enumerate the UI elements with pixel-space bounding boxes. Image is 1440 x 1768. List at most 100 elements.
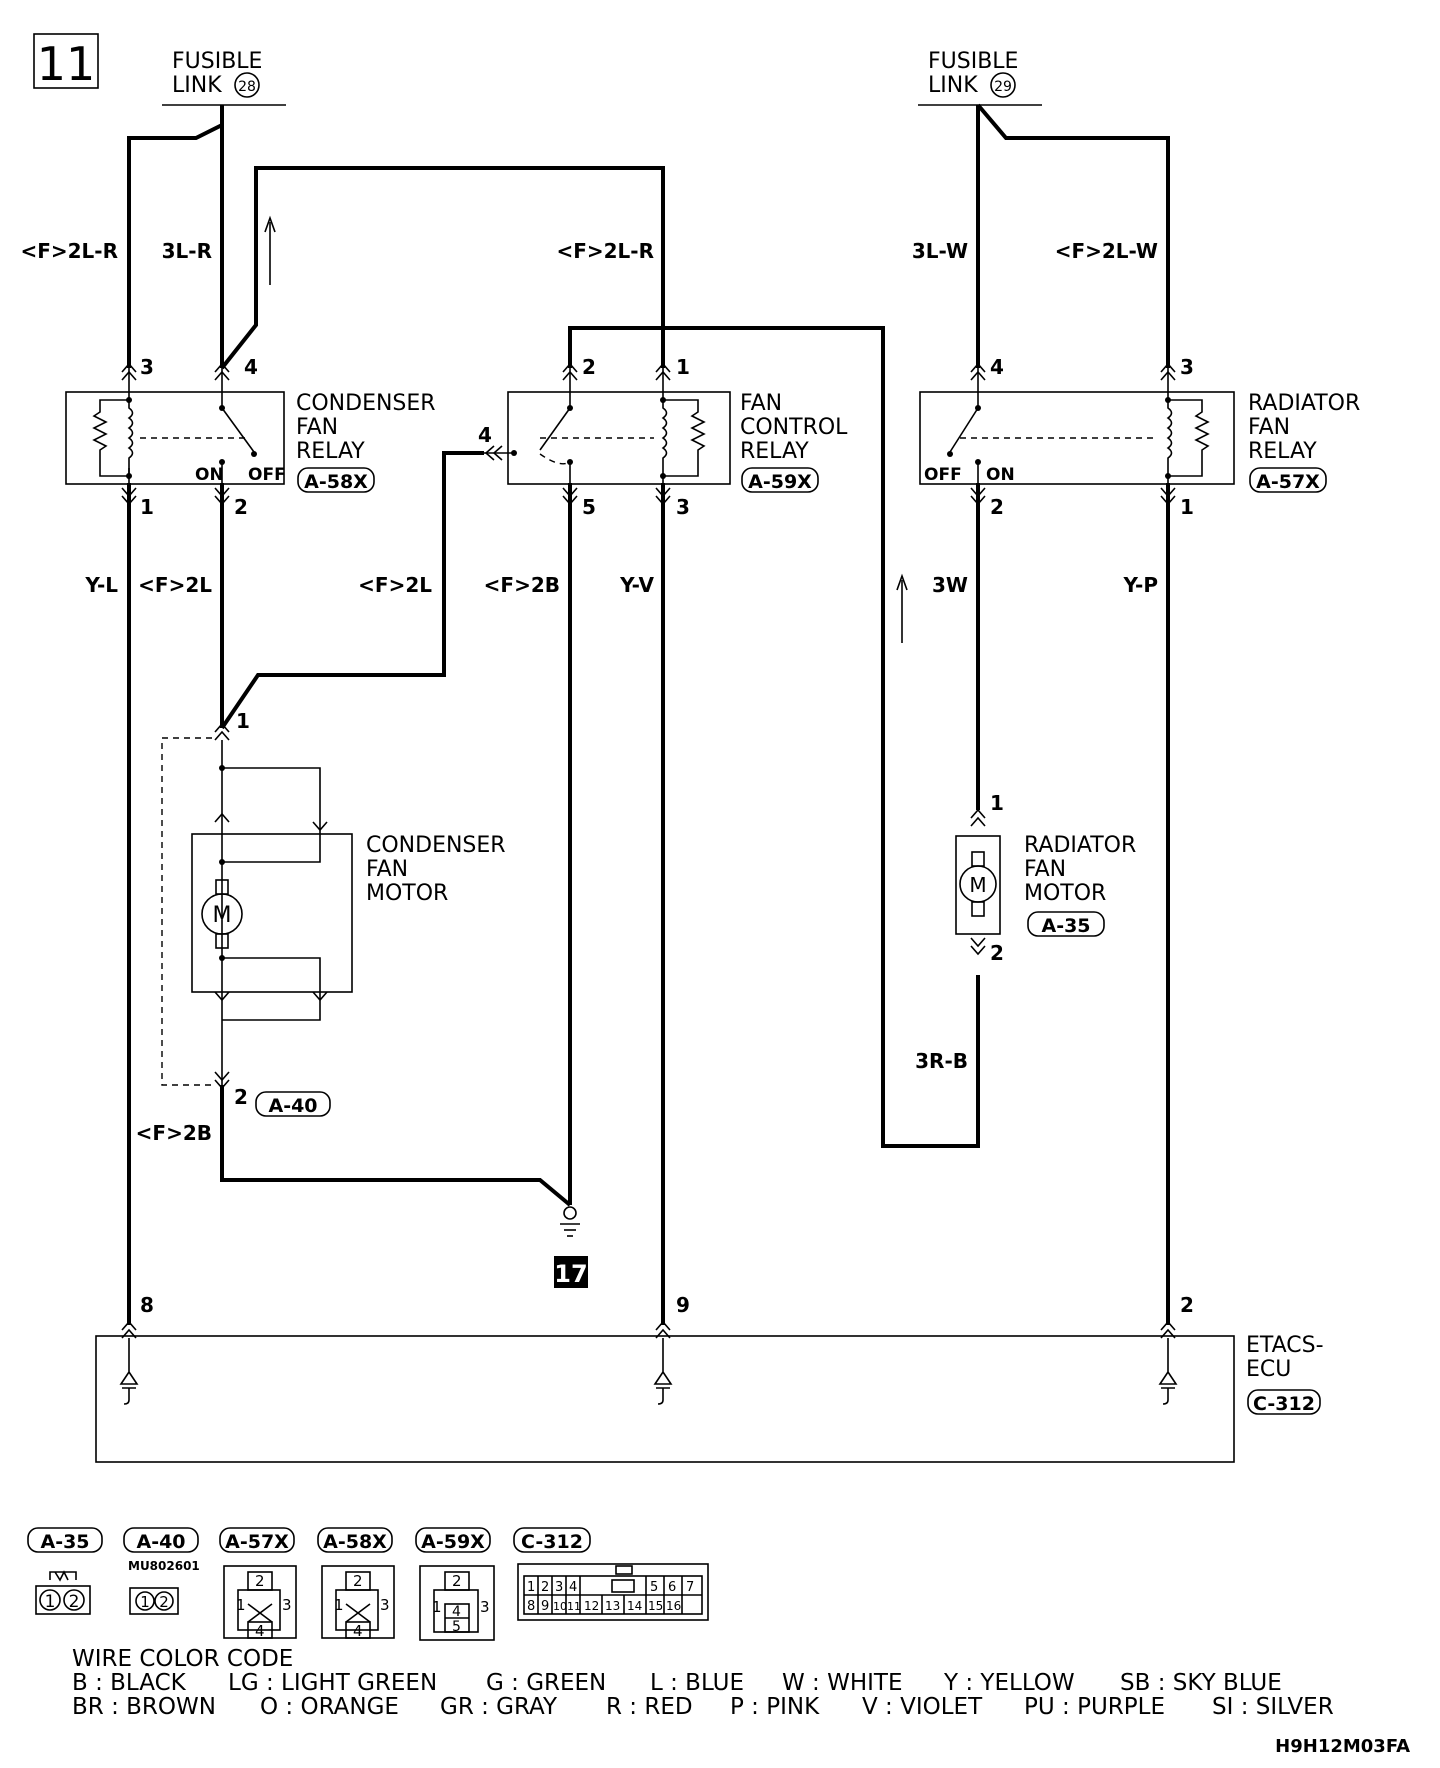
- pin-58-4: 4: [244, 355, 258, 379]
- ground-number: 17: [554, 1260, 587, 1288]
- pin-58-1: 1: [140, 495, 154, 519]
- current-arrows: [264, 215, 908, 643]
- connector-c312-pin16: 16: [666, 1599, 681, 1613]
- connector-c312-pin8: 8: [527, 1599, 535, 1614]
- pin-58-3: 3: [140, 355, 154, 379]
- legend-row1-1: B : BLACK: [72, 1670, 187, 1696]
- connector-legend: A-35 1 2 A-40 MU802601 1 2 A-57X 1 2 3 4…: [27, 1527, 709, 1641]
- legend-row2-5: P : PINK: [730, 1694, 820, 1720]
- condenser-relay-line2: FAN: [296, 415, 338, 440]
- legend-row2-6: V : VIOLET: [862, 1694, 983, 1720]
- wire-label-10: Y-V: [619, 573, 654, 597]
- legend-row1-3: G : GREEN: [486, 1670, 606, 1696]
- connector-a59x-pin3: 3: [480, 1598, 490, 1616]
- pin-numbers: 3 4 2 1 4 3 1 2 4 5 3 2 1 1 1 2 2 8 9 2: [140, 355, 1194, 1317]
- radiator-motor-line3: MOTOR: [1024, 881, 1106, 906]
- page-number-box: 11: [33, 33, 99, 91]
- condenser-fan-motor: M CONDENSER FAN MOTOR A-40: [161, 722, 506, 1117]
- wires: [127, 103, 1170, 1325]
- radiator-relay-line2: FAN: [1248, 415, 1290, 440]
- wire-label-12: Y-P: [1122, 573, 1158, 597]
- connector-c312-pin5: 5: [650, 1580, 658, 1595]
- radiator-motor-code: A-35: [1041, 915, 1090, 937]
- connector-a57x-pin3: 3: [282, 1596, 292, 1614]
- pin-etacs-8: 8: [140, 1293, 154, 1317]
- fusible-link-29-line2: LINK: [928, 73, 978, 98]
- fan-control-relay-line1: FAN: [740, 391, 782, 416]
- fusible-link-28-line1: FUSIBLE: [172, 49, 262, 74]
- connector-c312-pin14: 14: [627, 1599, 642, 1613]
- connector-c312-grid: [537, 1576, 683, 1614]
- connector-a57x-code: A-57X: [225, 1531, 289, 1553]
- radiator-fan-motor: M RADIATOR FAN MOTOR A-35: [955, 808, 1136, 956]
- pin-59-2: 2: [582, 355, 596, 379]
- etacs-line1: ETACS-: [1246, 1333, 1324, 1358]
- fan-control-relay-line3: RELAY: [740, 439, 809, 464]
- condenser-relay-off: OFF: [248, 465, 286, 485]
- wire-color-legend: WIRE COLOR CODE B : BLACK LG : LIGHT GRE…: [72, 1646, 1334, 1720]
- radiator-relay-line1: RADIATOR: [1248, 391, 1360, 416]
- radiator-relay-on: ON: [986, 465, 1015, 485]
- condenser-motor-line3: MOTOR: [366, 881, 448, 906]
- connector-a58x-pin3: 3: [380, 1596, 390, 1614]
- connector-c312-pin15: 15: [648, 1599, 663, 1613]
- radiator-motor-symbol: M: [969, 873, 986, 897]
- connector-a35-pin1: 1: [45, 1592, 56, 1612]
- connector-c312-pin1: 1: [527, 1580, 535, 1595]
- condenser-motor-line2: FAN: [366, 857, 408, 882]
- connector-c312-pin7: 7: [686, 1580, 694, 1595]
- condenser-motor-code: A-40: [268, 1095, 317, 1117]
- figure-code: H9H12M03FA: [1275, 1736, 1410, 1757]
- fusible-link-28-number: 28: [238, 79, 256, 95]
- connector-a40-part: MU802601: [128, 1559, 200, 1573]
- legend-row1-4: L : BLUE: [650, 1670, 744, 1696]
- condenser-fan-relay: ON OFF CONDENSER FAN RELAY A-58X: [65, 368, 436, 493]
- condenser-relay-line1: CONDENSER: [296, 391, 436, 416]
- connector-c312-pin11: 11: [567, 1600, 581, 1613]
- legend-row2-2: O : ORANGE: [260, 1694, 399, 1720]
- pin-a40-1: 1: [236, 709, 250, 733]
- legend-row2-7: PU : PURPLE: [1024, 1694, 1165, 1720]
- wire-label-4: 3L-W: [912, 239, 968, 263]
- condenser-relay-code: A-58X: [304, 471, 368, 493]
- pin-59-1: 1: [676, 355, 690, 379]
- wire-label-3: <F>2L-R: [556, 239, 654, 263]
- pin-59-3: 3: [676, 495, 690, 519]
- connector-a40-code: A-40: [136, 1531, 185, 1553]
- pin-57-3: 3: [1180, 355, 1194, 379]
- terminal-marks: [121, 362, 1176, 506]
- connector-c312-pin2: 2: [541, 1580, 549, 1595]
- pin-58-2: 2: [234, 495, 248, 519]
- connector-a57x-pin1: 1: [236, 1596, 246, 1614]
- fusible-link-28: FUSIBLE LINK 28: [162, 49, 286, 106]
- pin-a35-1: 1: [990, 791, 1004, 815]
- wire-label-5: <F>2L-W: [1055, 239, 1158, 263]
- connector-a57x-pin2: 2: [255, 1572, 265, 1590]
- legend-row2-3: GR : GRAY: [440, 1694, 558, 1720]
- connector-c312-code: C-312: [521, 1531, 583, 1553]
- pin-59-5: 5: [582, 495, 596, 519]
- connector-c312-pin9: 9: [541, 1599, 549, 1614]
- fan-control-relay-line2: CONTROL: [740, 415, 848, 440]
- radiator-relay-off: OFF: [924, 465, 962, 485]
- connector-c312-pin12: 12: [584, 1599, 599, 1613]
- pin-etacs-2: 2: [1180, 1293, 1194, 1317]
- etacs-line2: ECU: [1246, 1357, 1291, 1382]
- connector-a40-pin2: 2: [159, 1593, 169, 1611]
- radiator-motor-line2: FAN: [1024, 857, 1066, 882]
- wire-labels: <F>2L-R 3L-R <F>2L-R 3L-W <F>2L-W Y-L <F…: [20, 239, 1158, 1145]
- etacs-code: C-312: [1253, 1393, 1315, 1415]
- connector-a58x-pin2: 2: [353, 1572, 363, 1590]
- wire-label-1: <F>2L-R: [20, 239, 118, 263]
- radiator-motor-line1: RADIATOR: [1024, 833, 1136, 858]
- connector-a59x-pin2: 2: [452, 1572, 462, 1590]
- page-number: 11: [37, 37, 96, 91]
- connector-c312-pin3: 3: [555, 1580, 563, 1595]
- legend-row2-1: BR : BROWN: [72, 1694, 216, 1720]
- connector-a40-pin1: 1: [140, 1593, 150, 1611]
- connector-a59x-pin4: 4: [452, 1604, 461, 1620]
- condenser-motor-symbol: M: [213, 903, 232, 928]
- legend-row1-2: LG : LIGHT GREEN: [228, 1670, 437, 1696]
- connector-a58x-code: A-58X: [323, 1531, 387, 1553]
